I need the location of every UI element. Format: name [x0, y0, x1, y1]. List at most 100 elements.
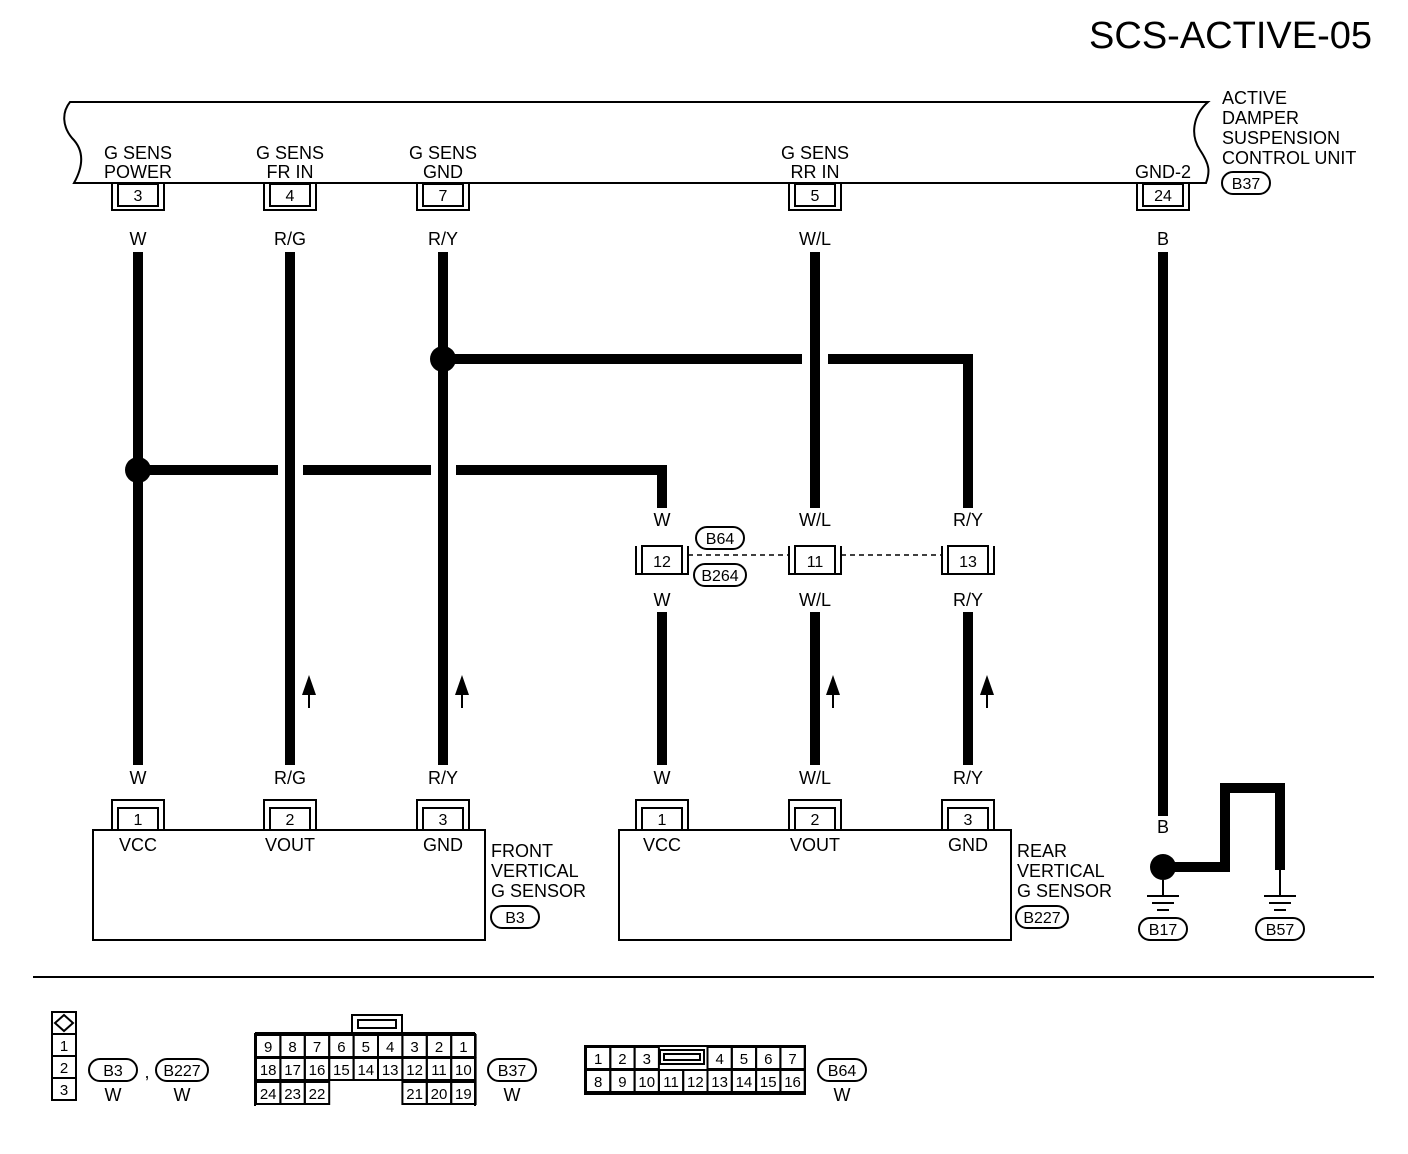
- svg-text:B227: B227: [1023, 910, 1060, 927]
- wire-color-label: B: [1157, 229, 1169, 249]
- control-unit-name: ACTIVE DAMPER SUSPENSION CONTROL UNIT: [1222, 88, 1356, 168]
- connector-cell: 16: [309, 1062, 326, 1079]
- svg-text:,: ,: [144, 1062, 149, 1082]
- svg-text:VERTICAL: VERTICAL: [491, 861, 579, 881]
- svg-text:FR IN: FR IN: [267, 162, 314, 182]
- intermediate-pin-12: 12: [635, 545, 689, 575]
- svg-text:B264: B264: [701, 568, 738, 585]
- ground-symbol-icon: [1147, 895, 1179, 911]
- pin-function-label: GND: [948, 835, 988, 855]
- connector-cell: 23: [284, 1086, 301, 1103]
- svg-text:REAR: REAR: [1017, 841, 1067, 861]
- signal-arrow-icon: [980, 675, 994, 708]
- pin-function-label: VCC: [643, 835, 681, 855]
- connector-cell: 16: [784, 1074, 801, 1091]
- wire-color-label: W: [654, 590, 671, 610]
- wire-color-label: R/Y: [953, 590, 983, 610]
- wire-w-splice-to-rear: [138, 465, 667, 508]
- front-sensor-pin-1: 1: [111, 799, 165, 831]
- cu-terminal-g-sens-fr-in: G SENS FR IN: [256, 143, 324, 182]
- wire-color-label: R/Y: [428, 229, 458, 249]
- connector-cell: 19: [455, 1086, 472, 1103]
- svg-text:RR IN: RR IN: [791, 162, 840, 182]
- connector-cell: 14: [357, 1062, 374, 1079]
- rear-sensor-pin-1: 1: [635, 799, 689, 831]
- svg-text:1: 1: [60, 1038, 68, 1055]
- svg-text:2: 2: [286, 812, 295, 829]
- svg-text:GND-2: GND-2: [1135, 162, 1191, 182]
- wire-color-label: W: [130, 768, 147, 788]
- wire-color-label: B: [1274, 817, 1286, 837]
- cu-pin-3: 3: [111, 183, 165, 211]
- connector-cell: 5: [740, 1051, 748, 1068]
- svg-text:POWER: POWER: [104, 162, 172, 182]
- connector-cell: 14: [736, 1074, 753, 1091]
- svg-text:12: 12: [653, 554, 671, 571]
- rear-sensor-pin-2: 2: [788, 799, 842, 831]
- diagram-title: SCS-ACTIVE-05: [1089, 15, 1372, 57]
- connector-cell: 10: [455, 1062, 472, 1079]
- ground-splice-point: [1150, 854, 1176, 880]
- connector-cell: 7: [313, 1039, 321, 1056]
- connector-cell: 9: [618, 1074, 626, 1091]
- connector-cell: 6: [764, 1051, 772, 1068]
- svg-text:CONTROL UNIT: CONTROL UNIT: [1222, 148, 1356, 168]
- front-sensor-pin-3: 3: [416, 799, 470, 831]
- svg-text:B57: B57: [1266, 922, 1295, 939]
- svg-text:G SENS: G SENS: [104, 143, 172, 163]
- svg-text:1: 1: [134, 812, 143, 829]
- pin-function-label: VOUT: [790, 835, 840, 855]
- svg-text:VERTICAL: VERTICAL: [1017, 861, 1105, 881]
- svg-text:SUSPENSION: SUSPENSION: [1222, 128, 1340, 148]
- cu-pin-24: 24: [1136, 183, 1190, 211]
- svg-text:3: 3: [60, 1082, 68, 1099]
- connector-cell: 11: [431, 1062, 447, 1079]
- rear-sensor-name: REAR VERTICAL G SENSOR: [1017, 841, 1112, 901]
- front-sensor-name: FRONT VERTICAL G SENSOR: [491, 841, 586, 901]
- front-sensor-pin-2: 2: [263, 799, 317, 831]
- wire-color-label: W: [654, 768, 671, 788]
- svg-text:2: 2: [811, 812, 820, 829]
- wire-color-label: B: [1157, 817, 1169, 837]
- connector-cell: 15: [760, 1074, 777, 1091]
- svg-text:B64: B64: [706, 531, 735, 548]
- wire-color-label: W/L: [799, 768, 831, 788]
- signal-arrow-icon: [826, 675, 840, 708]
- svg-text:ACTIVE: ACTIVE: [1222, 88, 1287, 108]
- svg-text:G SENSOR: G SENSOR: [1017, 881, 1112, 901]
- svg-text:B17: B17: [1149, 922, 1178, 939]
- wire-color-label: W/L: [799, 590, 831, 610]
- svg-text:B3: B3: [505, 910, 525, 927]
- connector-cell: 1: [594, 1051, 602, 1068]
- svg-text:W: W: [105, 1085, 122, 1105]
- svg-text:2: 2: [60, 1060, 68, 1077]
- wire-color-label: R/Y: [428, 768, 458, 788]
- svg-text:G SENS: G SENS: [781, 143, 849, 163]
- rear-sensor-pin-3: 3: [941, 799, 995, 831]
- intermediate-pin-13: 13: [941, 545, 995, 575]
- connector-key-icon: [53, 1013, 75, 1033]
- ground-point-b57: B57: [1255, 917, 1305, 941]
- connector-cell: 12: [406, 1062, 423, 1079]
- wire-color-label: R/G: [274, 768, 306, 788]
- svg-text:24: 24: [1154, 188, 1172, 205]
- svg-text:4: 4: [286, 188, 295, 205]
- wire-color-label: R/Y: [953, 510, 983, 530]
- splice-point-w: [125, 457, 151, 483]
- cu-pin-7: 7: [416, 183, 470, 211]
- cu-terminal-g-sens-rr-in: G SENS RR IN: [781, 143, 849, 182]
- connector-cell: 17: [284, 1062, 301, 1079]
- svg-text:G SENS: G SENS: [256, 143, 324, 163]
- svg-text:7: 7: [439, 188, 448, 205]
- svg-text:G SENSOR: G SENSOR: [491, 881, 586, 901]
- connector-cell: 3: [410, 1039, 418, 1056]
- connector-cell: 18: [260, 1062, 277, 1079]
- connector-cell: 4: [715, 1051, 723, 1068]
- svg-text:W: W: [504, 1085, 521, 1105]
- intermediate-pin-11: 11: [788, 545, 842, 575]
- connector-cell: 4: [386, 1039, 394, 1056]
- svg-text:3: 3: [964, 812, 973, 829]
- connector-cell: 15: [333, 1062, 350, 1079]
